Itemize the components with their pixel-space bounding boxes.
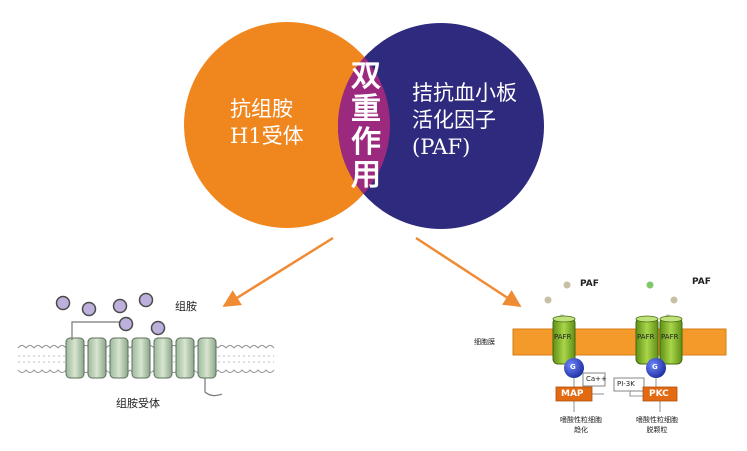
paf-receptor-label-right-a: PAFR (637, 333, 655, 341)
paf-receptor-label-right-b: PAFR (661, 333, 679, 341)
receptor-loop (71, 321, 120, 340)
venn-right-line-1: 拮抗血小板 (412, 81, 517, 105)
venn-right-line-2: 活化因子 (412, 108, 496, 132)
histamine-label: 组胺 (175, 300, 197, 313)
pi3k-label: PI-3K (617, 380, 635, 388)
paf-receptor-left (552, 315, 576, 365)
arrow-to-histamine (222, 236, 334, 308)
paf-receptor-illustration (512, 281, 727, 412)
outcome-chemotaxis: 嗜酸性粒细胞 趋化 (554, 415, 608, 435)
membrane-label: 细胞膜 (474, 338, 495, 346)
g-protein-left (564, 358, 584, 378)
cell-membrane-band (512, 328, 727, 356)
histamine-receptor-illustration (17, 292, 275, 397)
paf-molecule (563, 281, 571, 289)
arrow-to-paf (415, 236, 522, 308)
venn-overlap-label: 双重作用 (351, 59, 381, 193)
outcome-degranulation-line-2: 脱颗粒 (646, 426, 668, 434)
venn-left-line-1: 抗组胺 (230, 97, 293, 121)
outcome-chemotaxis-line-2: 趋化 (574, 426, 588, 434)
g-protein-label-right: G (652, 363, 658, 371)
pi3k-box (613, 377, 645, 392)
paf-molecules (544, 281, 678, 322)
outcome-degranulation-line-1: 嗜酸性粒细胞 (636, 416, 678, 424)
venn-left-circle (184, 22, 390, 228)
signal-lines (573, 378, 661, 412)
pkc-label: PKC (649, 389, 669, 399)
venn-diagram (184, 22, 544, 229)
paf-label-left: PAF (580, 279, 599, 289)
histamine-molecule (55, 295, 71, 311)
histamine-molecule (112, 298, 128, 314)
g-protein-label-left: G (570, 363, 576, 371)
receptor-tail (204, 378, 223, 397)
paf-molecule (544, 296, 552, 304)
histamine-molecule (118, 316, 134, 332)
histamine-molecule (81, 301, 97, 317)
paf-molecule (670, 296, 678, 304)
histamine-receptor-label: 组胺受体 (116, 397, 160, 410)
venn-left-line-2: H1受体 (230, 124, 304, 148)
venn-right-circle (338, 23, 544, 229)
venn-right-label: 拮抗血小板 活化因子 (PAF) (412, 80, 517, 161)
map-label: MAP (561, 389, 584, 399)
paf-receptor-label-left: PAFR (554, 333, 572, 341)
paf-molecule (646, 281, 654, 289)
venn-right-line-3: (PAF) (412, 135, 471, 159)
ca-box (582, 372, 606, 387)
histamine-molecule (138, 292, 154, 308)
paf-label-right: PAF (692, 277, 711, 287)
outcome-degranulation: 嗜酸性粒细胞 脱颗粒 (630, 415, 684, 435)
paf-receptor-right (635, 315, 683, 365)
histamine-molecule (150, 320, 166, 336)
histamine-molecules (55, 292, 166, 336)
calcium-label: Ca++ (586, 375, 607, 383)
venn-left-label: 抗组胺 H1受体 (230, 96, 304, 150)
g-protein-right (646, 358, 666, 378)
outcome-chemotaxis-line-1: 嗜酸性粒细胞 (560, 416, 602, 424)
receptor-helices (65, 337, 217, 379)
